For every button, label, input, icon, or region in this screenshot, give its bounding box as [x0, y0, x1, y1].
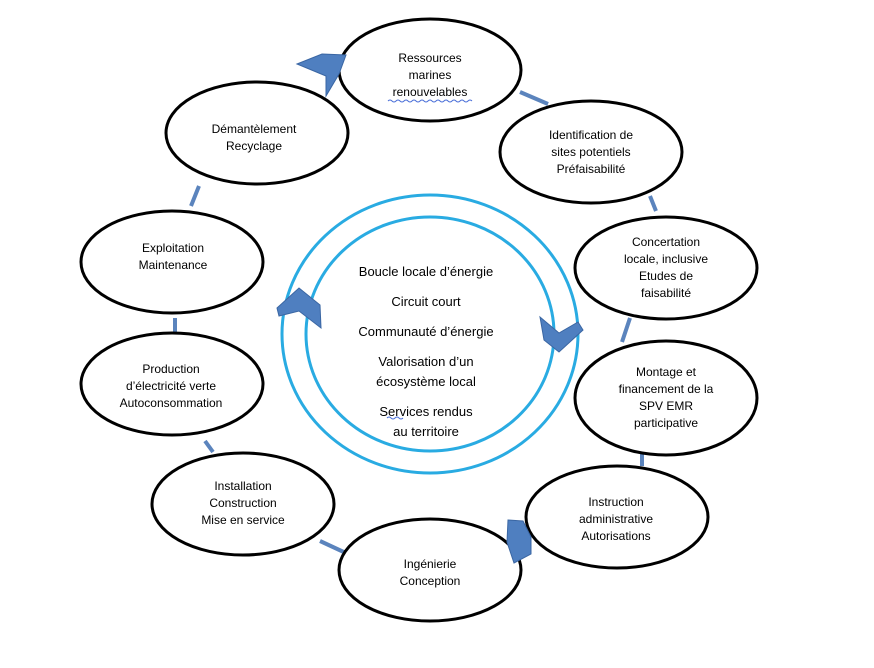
arrow-demantelement-to-ressources	[295, 53, 347, 98]
node-concertation-ellipse	[573, 215, 759, 321]
connectors	[173, 90, 658, 556]
center-label-line: Valorisation d’un	[378, 354, 473, 369]
node-montage-ellipse	[573, 339, 759, 457]
spellcheck-underline	[387, 99, 473, 103]
node-label-line: financement de la	[619, 382, 714, 396]
arrow-center-left	[276, 287, 322, 330]
node-labels: Ressources marines renouvelables Identific…	[120, 51, 714, 588]
center-label-line: Boucle locale d’énergie	[359, 264, 493, 279]
node-label-line: Montage et	[636, 365, 697, 379]
spellcheck-underline-center	[386, 416, 404, 420]
node-label-line: Autorisations	[581, 529, 650, 543]
node-label-line: Concertation	[632, 235, 700, 249]
connector-identification-concertation	[648, 195, 658, 212]
node-label-line: Conception	[400, 574, 461, 588]
node-label-line: Ingénierie	[404, 557, 457, 571]
node-label-line: d’électricité verte	[126, 379, 216, 393]
node-identification-ellipse	[498, 99, 684, 205]
center-label-line: au territoire	[393, 424, 459, 439]
node-ressources-label: Ressources marines renouvelables	[393, 51, 468, 99]
node-label-line: participative	[634, 416, 698, 430]
node-label-line: Identification de	[549, 128, 633, 142]
node-label-line: SPV EMR	[639, 399, 693, 413]
connector-installation-production	[203, 439, 215, 454]
node-label-line: Ressources	[398, 51, 461, 65]
node-label-line: Production	[142, 362, 199, 376]
node-ingenierie-ellipse	[337, 517, 523, 623]
node-label-line: marines	[409, 68, 452, 82]
connector-concertation-montage	[620, 317, 632, 343]
node-label-line: sites potentiels	[551, 145, 630, 159]
node-label-line: Préfaisabilité	[557, 162, 626, 176]
node-label-line: Installation	[214, 479, 271, 493]
arrow-center-right	[539, 315, 584, 353]
node-label-line: Mise en service	[201, 513, 285, 527]
center-label-line: écosystème local	[376, 374, 476, 389]
connector-exploitation-demantelement	[189, 185, 201, 207]
node-installation-ellipse	[150, 451, 336, 557]
node-label-line: Maintenance	[139, 258, 208, 272]
arrows	[276, 53, 584, 564]
node-label-line: Construction	[209, 496, 276, 510]
node-demantelement-ellipse	[164, 80, 350, 186]
center-label-line: Circuit court	[391, 294, 461, 309]
node-label-line: administrative	[579, 512, 653, 526]
node-production-ellipse	[79, 331, 265, 437]
arrow-instruction-to-ingenierie	[506, 519, 532, 564]
node-label-line: renouvelables	[393, 85, 468, 99]
node-label-line: Exploitation	[142, 241, 204, 255]
node-instruction-ellipse	[524, 464, 710, 570]
node-montage-label: Montage et financement de la SPV EMR partic…	[619, 365, 714, 430]
node-exploitation-ellipse	[79, 209, 265, 315]
node-label-line: Etudes de	[639, 269, 693, 283]
node-label-line: Instruction	[588, 495, 643, 509]
node-label-line: Démantèlement	[212, 122, 297, 136]
center-label-line: Services rendus	[379, 404, 473, 419]
node-label-line: Autoconsommation	[120, 396, 223, 410]
node-label-line: locale, inclusive	[624, 252, 708, 266]
center-label-line: Communauté d’énergie	[358, 324, 493, 339]
node-label-line: Recyclage	[226, 139, 282, 153]
connector-ressources-identification	[519, 90, 549, 106]
node-label-line: faisabilité	[641, 286, 691, 300]
stage-nodes	[79, 17, 759, 623]
